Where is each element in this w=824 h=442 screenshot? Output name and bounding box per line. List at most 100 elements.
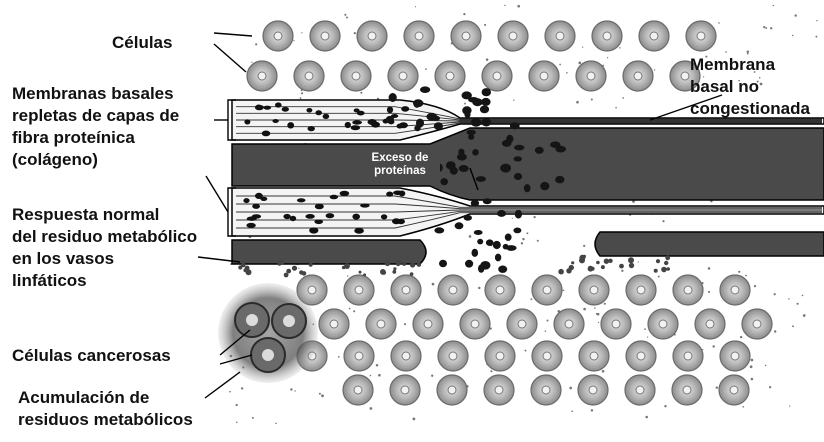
speckle [290, 388, 292, 390]
speckle [415, 6, 416, 7]
speckle [344, 14, 346, 16]
label-waste-accumulation: Acumulación de residuos metabólicos [18, 387, 193, 431]
protein-dot [465, 260, 473, 268]
waste-particle [656, 259, 660, 263]
speckle [769, 386, 771, 388]
speckle [662, 220, 664, 222]
cell-nucleus [496, 286, 504, 294]
cell-nucleus [415, 32, 423, 40]
protein-dot [477, 239, 483, 245]
cell-nucleus [543, 286, 551, 294]
collagen-fiber-dot [309, 227, 318, 233]
collagen-fiber-dot [386, 192, 393, 197]
waste-particle [588, 266, 594, 272]
speckle [765, 27, 767, 29]
speckle [526, 232, 528, 234]
cell-rows-top [247, 21, 716, 91]
speckle [751, 359, 754, 362]
waste-particle [410, 272, 414, 276]
protein-dot [471, 200, 479, 207]
cell-nucleus [330, 320, 338, 328]
protein-dot [472, 149, 479, 156]
cell-nucleus [496, 352, 504, 360]
speckle [815, 36, 817, 38]
collagen-fiber-dot [305, 214, 314, 219]
waste-particle [664, 261, 668, 265]
collagen-fiber-dot [308, 126, 315, 131]
label-basal-packed: Membranas basales repletas de capas de f… [12, 83, 179, 171]
protein-dot [439, 260, 447, 267]
collagen-fiber-dot [243, 198, 249, 203]
label-basal-packed-line-4: (colágeno) [12, 149, 179, 171]
cell-nucleus [590, 286, 598, 294]
speckle [773, 5, 774, 6]
cell-nucleus [355, 352, 363, 360]
speckle [751, 378, 754, 381]
cell [532, 275, 562, 305]
speckle [464, 103, 466, 105]
speckle [490, 370, 492, 372]
speckle [583, 308, 586, 311]
speckle [370, 407, 373, 410]
cell-nucleus [540, 72, 548, 80]
speckle [486, 58, 489, 61]
speckle [708, 267, 711, 270]
speckle [712, 345, 714, 347]
cell-nucleus [634, 72, 642, 80]
cell-nucleus [565, 320, 573, 328]
protein-dot [450, 167, 458, 175]
collagen-fiber-dot [360, 204, 369, 208]
label-normal-response-line-4: linfáticos [12, 270, 197, 292]
waste-particle [241, 263, 246, 268]
cell-nucleus [424, 320, 432, 328]
collagen-fiber-dot [401, 106, 409, 112]
cell-nucleus [449, 286, 457, 294]
protein-dot [510, 122, 520, 129]
protein-dot [472, 249, 479, 257]
protein-dot [472, 98, 482, 106]
cell-nucleus [446, 72, 454, 80]
speckle [484, 24, 486, 26]
protein-dot [486, 239, 494, 246]
cell-nucleus [556, 32, 564, 40]
cell [404, 21, 434, 51]
speckle [563, 289, 565, 291]
speckle [745, 275, 747, 277]
waste-particle [569, 265, 574, 270]
speckle [770, 27, 772, 29]
speckle [236, 404, 238, 406]
speckle [803, 314, 806, 317]
protein-dot [426, 113, 437, 121]
speckle [576, 101, 579, 104]
waste-particle [279, 259, 285, 265]
cell-nucleus [462, 32, 470, 40]
label-basal-free-line-3: congestionada [690, 98, 810, 120]
waste-particle [666, 267, 670, 271]
cancer-cell-cluster [218, 283, 318, 383]
collagen-fiber-dot [381, 214, 387, 219]
speckle [774, 330, 776, 332]
cell [435, 61, 465, 91]
protein-dot [476, 176, 486, 182]
protein-dot [480, 106, 489, 114]
speckle [591, 98, 593, 100]
cell-nucleus [401, 386, 409, 394]
speckle [533, 216, 535, 218]
speckle [622, 97, 624, 99]
protein-dot [483, 198, 492, 204]
speckle [591, 409, 593, 411]
cell [576, 61, 606, 91]
waste-particle [292, 266, 297, 271]
cell-nucleus [509, 32, 517, 40]
speckle [566, 72, 568, 74]
speckle [664, 405, 666, 407]
cell [485, 275, 515, 305]
protein-dot [457, 153, 467, 160]
waste-particle [392, 270, 396, 274]
cell [319, 309, 349, 339]
protein-dot [420, 86, 430, 93]
speckle [404, 323, 406, 325]
cell [554, 309, 584, 339]
protein-dot [505, 234, 512, 241]
waste-particle [382, 271, 386, 275]
